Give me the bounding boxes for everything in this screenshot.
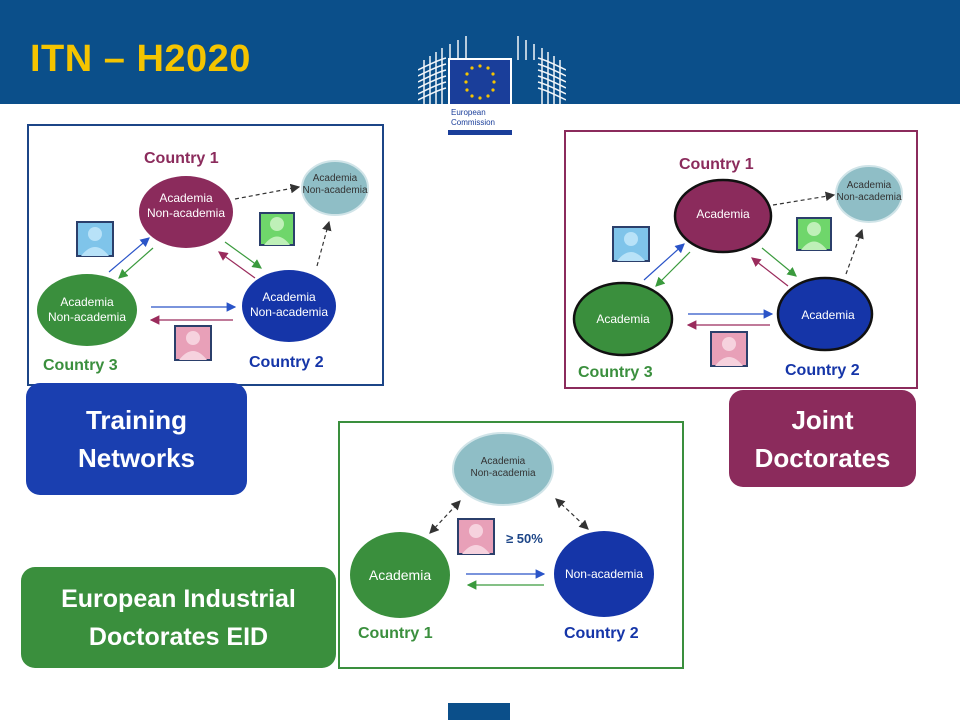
jd-country-2-label: Country 2 — [785, 362, 860, 379]
eid-node-top-academia: Academia — [481, 456, 526, 467]
eid-label-line2: Doctorates EID — [88, 622, 269, 651]
tn-node-country3-academia: Academia — [60, 295, 114, 309]
page-title: ITN – H2020 — [30, 38, 251, 80]
tn-country-3-label: Country 3 — [43, 357, 118, 374]
training-networks-label-line2: Networks — [77, 443, 196, 473]
eid-country-2-label: Country 2 — [564, 625, 639, 642]
jd-arrow-c1-extra — [772, 191, 836, 206]
eid-label: European Industrial Doctorates EID — [21, 567, 336, 668]
jd-arrow-c3-c1 — [643, 243, 685, 281]
jd-person-green-icon — [796, 217, 832, 251]
jd-person-blue-icon — [612, 226, 650, 262]
jd-arrow-c1-c3 — [655, 251, 691, 287]
jd-node-country2 — [776, 276, 874, 352]
jd-country-3-label: Country 3 — [578, 364, 653, 381]
tn-country-1-label: Country 1 — [144, 150, 219, 167]
eid-node-country1-academia: Academia — [369, 567, 431, 583]
eid-country-1-label: Country 1 — [358, 625, 433, 642]
eid-node-country2 — [554, 531, 654, 617]
eid-node-country1 — [350, 532, 450, 618]
jd-node-country3 — [572, 281, 674, 357]
jd-node-country1 — [673, 178, 773, 254]
jd-arrow-c2-extra — [845, 228, 864, 275]
joint-doctorates-label: Joint Doctorates — [729, 390, 916, 487]
tn-node-country3 — [37, 274, 137, 346]
jd-arrow-c2-c1 — [751, 257, 789, 287]
european-commission-logo: European Commission — [418, 36, 566, 138]
eid-arrow-top-c2 — [555, 498, 589, 530]
jd-arrow-c1-c2 — [761, 247, 797, 277]
tn-node-country1-nonacademia: Non-academia — [147, 206, 225, 220]
eid-arrow-c1-top — [429, 500, 461, 534]
eid-percent-label: ≥ 50% — [506, 531, 543, 546]
jd-person-pink-icon — [710, 331, 748, 367]
tn-node-country2-nonacademia: Non-academia — [250, 305, 328, 319]
tn-node-country1-academia: Academia — [159, 191, 213, 205]
tn-node-country2-academia: Academia — [262, 290, 316, 304]
footer-tab — [448, 703, 510, 720]
tn-arrow-c1-c2 — [224, 241, 262, 269]
jd-node-nonacademia-extra — [835, 165, 903, 223]
tn-person-blue-icon — [76, 221, 114, 257]
tn-arrow-c1-c3 — [118, 247, 154, 279]
training-networks-label-line1: Training — [85, 405, 188, 435]
tn-node-extra-academia: Academia — [313, 173, 358, 184]
tn-arrow-c3-c1 — [108, 237, 150, 273]
jd-node-country3-academia: Academia — [596, 312, 650, 326]
jd-node-country1-academia: Academia — [696, 207, 750, 221]
tn-country-2-label: Country 2 — [249, 354, 324, 371]
eid-node-top-nonacademia: Non-academia — [470, 468, 535, 479]
tn-node-country2 — [242, 270, 336, 342]
eid-node-country2-nonacademia: Non-academia — [565, 567, 643, 581]
tn-node-country3-nonacademia: Non-academia — [48, 310, 126, 324]
tn-arrow-c1-extra — [234, 183, 301, 200]
training-networks-panel: Country 1 Country 3 Country 2 Academia N… — [27, 124, 384, 386]
eid-panel: Academia Non-academia Academia Non-acade… — [338, 421, 684, 669]
tn-node-nonacademia-extra — [301, 160, 369, 216]
jd-node-extra-nonacademia: Non-academia — [836, 192, 901, 203]
eid-node-top — [452, 432, 554, 506]
jd-country-1-label: Country 1 — [679, 156, 754, 173]
jd-node-country2-academia: Academia — [801, 308, 855, 322]
joint-doctorates-label-line2: Doctorates — [754, 442, 891, 473]
logo-text-commission: Commission — [451, 118, 495, 127]
logo-text-european: European — [451, 108, 486, 117]
tn-person-pink-icon — [174, 325, 212, 361]
eid-label-line1: European Industrial — [61, 584, 296, 613]
tn-person-green-icon — [259, 212, 295, 246]
tn-node-extra-nonacademia: Non-academia — [302, 185, 367, 196]
tn-node-country1 — [139, 176, 233, 248]
jd-node-extra-academia: Academia — [847, 180, 892, 191]
training-networks-label: Training Networks — [26, 383, 247, 495]
eid-person-pink-icon — [457, 518, 495, 555]
tn-arrow-c2-c1 — [218, 251, 256, 279]
joint-doctorates-panel: Country 1 Country 3 Country 2 Academia A… — [564, 130, 918, 389]
tn-arrow-c2-extra — [316, 220, 332, 267]
joint-doctorates-label-line1: Joint — [791, 404, 854, 435]
